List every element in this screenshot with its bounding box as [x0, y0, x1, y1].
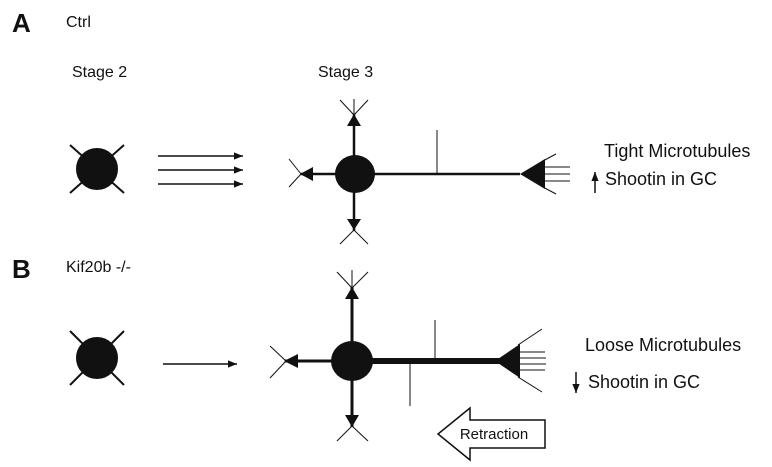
stage-3-neuron-b	[269, 270, 546, 442]
panel-a-letter: A	[12, 8, 31, 38]
loose-microtubules-label: Loose Microtubules	[585, 335, 742, 355]
triple-arrow-icon	[158, 152, 243, 188]
panel-b-condition-label: Kif20b -/-	[66, 259, 131, 276]
retraction-label: Retraction	[460, 426, 528, 443]
shootin-in-gc-label-a: Shootin in GC	[605, 169, 718, 189]
panel-a-condition-label: Ctrl	[66, 14, 91, 31]
stage-2-label: Stage 2	[72, 64, 128, 81]
shootin-in-gc-label-b: Shootin in GC	[588, 372, 701, 392]
stage-2-neuron-b	[69, 330, 125, 386]
retraction-arrow-icon: Retraction	[436, 406, 546, 462]
stage-2-neuron-a	[69, 144, 125, 194]
stage-3-neuron-a	[288, 99, 570, 245]
panel-b-letter: B	[12, 254, 31, 284]
tight-microtubules-label: Tight Microtubules	[604, 141, 751, 161]
stage-3-label: Stage 3	[318, 64, 374, 81]
